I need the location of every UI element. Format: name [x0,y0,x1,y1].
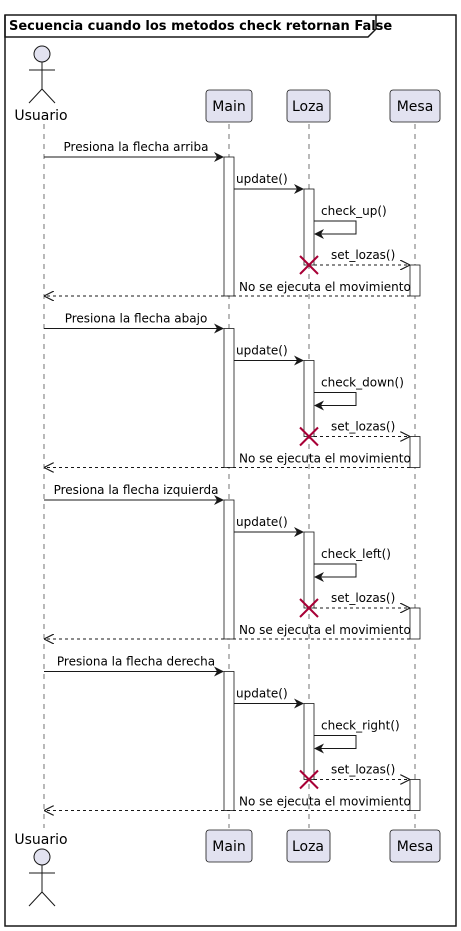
result-message-label: No se ejecuta el movimiento [239,795,411,809]
sequence-block: Presiona la flecha arriba update() check_u… [44,140,421,297]
mesa-activation-bar [409,607,421,640]
destroy-mark-icon [299,769,319,790]
loza-label-bottom: Loza [292,839,324,855]
loza-activation-bar [303,531,315,609]
mesa-activation-bar [409,779,421,811]
mesa-participant-top: Mesa [389,89,441,123]
main-activation-bar [223,671,235,811]
update-message-label: update() [236,172,288,186]
update-message-label: update() [236,687,288,701]
check-self-arrow [314,392,357,411]
mesa-label-bottom: Mesa [397,839,434,855]
check-message-label: check_left() [321,547,391,561]
press-message-label: Presiona la flecha izquierda [54,483,219,497]
usuario-label-top: Usuario [14,108,67,124]
main-label-top: Main [212,99,245,115]
mesa-participant-bottom: Mesa [389,829,441,863]
main-activation-bar [223,328,235,468]
sequence-block: Presiona la flecha izquierda update() chec… [44,483,421,640]
loza-label-top: Loza [292,99,324,115]
actor-leg-right [41,88,56,104]
usuario-actor-bottom: Usuario [14,832,68,907]
result-message-label: No se ejecuta el movimiento [239,280,411,294]
loza-activation-bar [303,360,315,437]
press-message-label: Presiona la flecha abajo [65,312,208,326]
loza-activation-bar [303,703,315,780]
usuario-label-bottom: Usuario [14,832,67,848]
set-message-label: set_lozas() [331,763,395,777]
actor-leg-left [28,88,43,104]
destroy-mark-icon [299,598,319,618]
sequence-block: Presiona la flecha abajo update() check_do… [44,312,421,468]
loza-participant-top: Loza [286,89,331,123]
set-message-label: set_lozas() [331,248,395,262]
actor-head [33,848,51,866]
mesa-label-top: Mesa [397,99,434,115]
check-self-arrow [314,735,357,754]
main-activation-bar [223,499,235,640]
update-message-label: update() [236,515,288,529]
actor-head [33,45,51,63]
main-label-bottom: Main [212,839,245,855]
usuario-actor-top: Usuario [14,45,68,124]
loza-participant-bottom: Loza [286,829,331,863]
update-message-label: update() [236,344,288,358]
result-message-label: No se ejecuta el movimiento [239,452,411,466]
mesa-activation-bar [409,436,421,468]
actor-leg-right [41,891,56,907]
sequence-block: Presiona la flecha derecha update() check_… [44,655,421,811]
press-message-label: Presiona la flecha derecha [57,655,215,669]
set-message-label: set_lozas() [331,420,395,434]
mesa-activation-bar [409,264,421,297]
destroy-mark-icon [299,255,319,275]
frame-title: Secuencia cuando los metodos check retor… [9,19,392,34]
sequence-blocks: Presiona la flecha arriba update() check_u… [44,140,421,811]
main-participant-bottom: Main [205,829,253,863]
check-self-arrow [314,563,357,582]
destroy-mark-icon [299,426,319,447]
result-message-label: No se ejecuta el movimiento [239,623,411,637]
main-activation-bar [223,156,235,297]
press-message-label: Presiona la flecha arriba [64,140,209,154]
loza-activation-bar [303,188,315,266]
actor-leg-left [28,891,43,907]
diagram-frame [4,14,457,927]
check-message-label: check_right() [321,719,400,733]
frame-title-tab [4,15,377,38]
main-participant-top: Main [205,89,253,123]
set-message-label: set_lozas() [331,591,395,605]
check-message-label: check_down() [321,376,404,390]
check-message-label: check_up() [321,204,387,218]
check-self-arrow [314,220,357,239]
